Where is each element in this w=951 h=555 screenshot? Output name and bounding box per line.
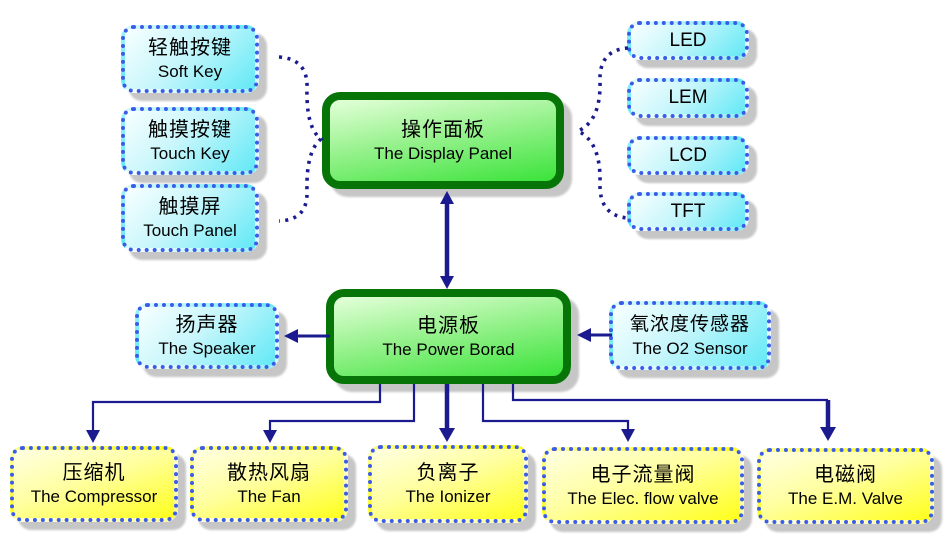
touch-key-label-en: Touch Key (150, 144, 230, 163)
display-panel-label-en: The Display Panel (374, 143, 512, 163)
speaker-label-en: The Speaker (158, 339, 256, 358)
connector-power-em-valve (511, 384, 836, 441)
led-label: LED (669, 29, 707, 51)
node-ionizer: 负离子 The Ionizer (368, 445, 528, 523)
node-compressor: 压缩机 The Compressor (10, 446, 178, 522)
brace-left-inputs-connector (278, 55, 324, 223)
node-touch-panel: 触摸屏 Touch Panel (121, 184, 259, 252)
node-lcd: LCD (627, 136, 749, 175)
arrow-power-speaker (284, 329, 330, 343)
ionizer-label-zh: 负离子 (416, 462, 480, 484)
lem-label: LEM (668, 87, 708, 108)
o2-sensor-label-zh: 氧浓度传感器 (629, 313, 750, 335)
ionizer-label-en: The Ionizer (405, 487, 491, 506)
node-soft-key: 轻触按键 Soft Key (121, 25, 259, 93)
em-valve-label-en: The E.M. Valve (788, 489, 903, 508)
tft-label: TFT (670, 200, 706, 222)
speaker-label-zh: 扬声器 (175, 314, 239, 336)
brace-right-outputs-connector (573, 46, 629, 220)
node-lem: LEM (627, 78, 749, 118)
node-em-valve: 电磁阀 The E.M. Valve (757, 448, 934, 524)
fan-label-en: The Fan (237, 487, 301, 506)
connector-power-elec-flow-valve (481, 384, 635, 442)
elec-flow-valve-label-en: The Elec. flow valve (567, 488, 719, 508)
power-board-label-zh: 电源板 (417, 314, 480, 337)
compressor-label-en: The Compressor (30, 487, 158, 506)
arrow-display-power (440, 191, 454, 289)
elec-flow-valve-label-zh: 电子流量阀 (590, 463, 696, 486)
touch-panel-label-zh: 触摸屏 (158, 196, 222, 218)
soft-key-label-zh: 轻触按键 (148, 37, 232, 59)
soft-key-label-en: Soft Key (157, 62, 223, 81)
node-o2-sensor: 氧浓度传感器 The O2 Sensor (609, 301, 771, 370)
node-speaker: 扬声器 The Speaker (135, 303, 279, 369)
connector-power-ionizer (439, 384, 455, 442)
em-valve-label-zh: 电磁阀 (814, 464, 877, 486)
node-fan: 散热风扇 The Fan (190, 446, 348, 522)
node-elec-flow-valve: 电子流量阀 The Elec. flow valve (542, 447, 744, 524)
lcd-label: LCD (668, 144, 707, 166)
power-board-label-en: The Power Borad (382, 339, 515, 359)
node-display-panel: 操作面板 The Display Panel (322, 92, 564, 189)
arrow-o2-power (577, 328, 612, 342)
node-touch-key: 触摸按键 Touch Key (121, 107, 259, 175)
connector-power-fan (263, 384, 416, 443)
node-power-board: 电源板 The Power Borad (326, 289, 571, 384)
node-led: LED (627, 21, 749, 60)
touch-panel-label-en: Touch Panel (143, 221, 237, 240)
display-panel-label-zh: 操作面板 (401, 118, 485, 141)
o2-sensor-label-en: The O2 Sensor (632, 338, 748, 358)
fan-label-zh: 散热风扇 (227, 462, 311, 484)
node-tft: TFT (627, 192, 749, 231)
connector-power-compressor (86, 384, 382, 443)
touch-key-label-zh: 触摸按键 (148, 119, 232, 141)
compressor-label-zh: 压缩机 (62, 462, 126, 484)
